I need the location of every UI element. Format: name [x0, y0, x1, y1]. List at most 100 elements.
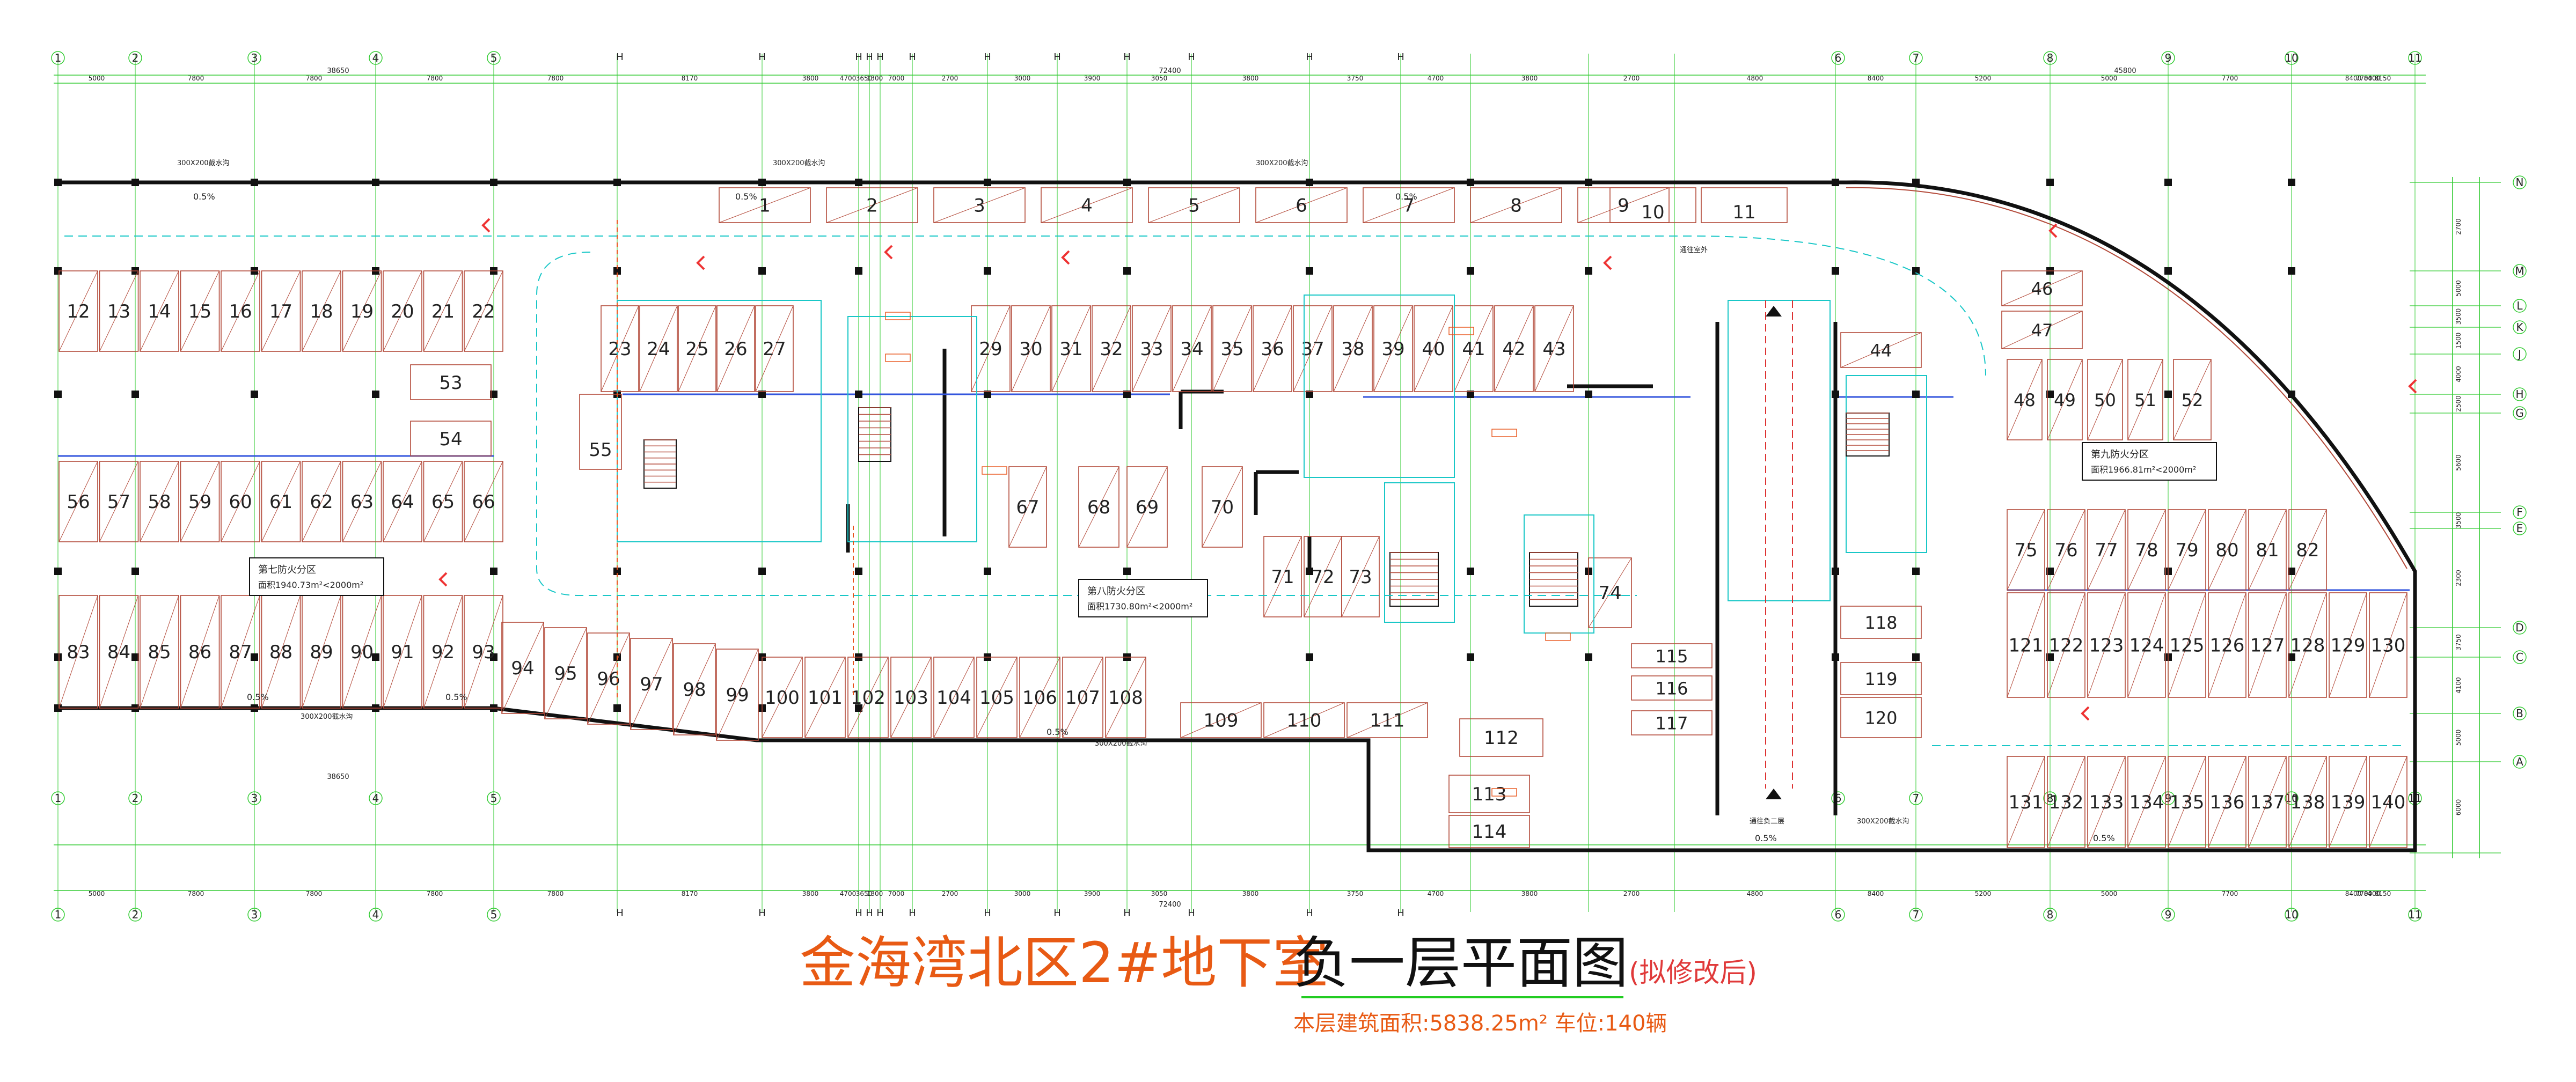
stall-number: 79 — [2175, 540, 2198, 561]
title-underline — [1301, 996, 1623, 998]
stall-number: 112 — [1484, 727, 1519, 749]
axis-number-bottom: 10 — [2285, 792, 2298, 805]
stall-number: 132 — [2049, 792, 2084, 813]
stall-number: 3 — [974, 195, 985, 217]
dimension-label: 5000 — [2101, 75, 2118, 82]
axis-letter-bottom: H — [866, 908, 873, 919]
parking-stall — [716, 305, 755, 392]
parking-stall — [2329, 756, 2367, 848]
parking-stall — [2007, 592, 2045, 698]
parking-stall — [1255, 187, 1348, 223]
stall-number: 39 — [1381, 338, 1404, 360]
parking-stall — [423, 270, 463, 352]
stall-number: 53 — [439, 372, 462, 394]
stall-diagonal — [1263, 536, 1302, 617]
structural-column — [2046, 568, 2054, 575]
stall-number: 54 — [439, 429, 462, 450]
dimension-label: 3800 — [802, 890, 819, 897]
drawing-title-project: 金海湾北区2#地下室 — [800, 930, 1329, 996]
outer-wall-inner-line — [1846, 187, 2407, 569]
stall-diagonal — [423, 595, 463, 709]
stall-number: 85 — [148, 642, 171, 663]
overall-dimension: 38650 — [327, 67, 349, 75]
axis-bubble — [128, 791, 142, 805]
stall-number: 106 — [1022, 687, 1057, 709]
stall-diagonal — [2001, 270, 2083, 306]
stall-number: 26 — [724, 338, 747, 360]
parking-stall — [2168, 509, 2206, 591]
stall-number: 119 — [1864, 669, 1897, 689]
axis-letter-right: D — [2515, 621, 2523, 634]
stall-number: 76 — [2054, 540, 2077, 561]
parking-stall — [2248, 509, 2287, 591]
dimension-label: 2700 — [1623, 75, 1640, 82]
dimension-label: 7700 — [2356, 890, 2373, 897]
stall-number: 86 — [188, 642, 211, 663]
parking-stall — [1414, 305, 1453, 392]
structural-column — [613, 267, 621, 275]
parking-stall — [1840, 332, 1922, 368]
stall-number: 13 — [107, 301, 130, 322]
dimension-label: 2700 — [1623, 890, 1640, 897]
stall-diagonal — [58, 270, 98, 352]
stall-number: 109 — [1204, 710, 1239, 732]
stall-diagonal — [1078, 466, 1119, 548]
dimension-label: 1300 — [867, 890, 883, 897]
structural-column — [131, 568, 139, 575]
direction-chevron — [884, 245, 893, 260]
axis-bubble — [1831, 791, 1845, 805]
structural-column — [372, 391, 379, 398]
axis-letter-bottom: H — [1397, 908, 1404, 919]
stall-number: 92 — [431, 642, 455, 663]
structural-column — [251, 653, 258, 661]
axis-number-bottom2: 4 — [372, 908, 379, 921]
structural-column — [490, 653, 497, 661]
stall-diagonal — [933, 657, 975, 738]
structural-column — [1467, 267, 1474, 275]
stall-number: 127 — [2250, 635, 2285, 657]
stall-number: 12 — [67, 301, 90, 322]
stall-number: 31 — [1059, 338, 1082, 360]
stall-number: 84 — [107, 642, 130, 663]
dimension-label: 7800 — [306, 75, 323, 82]
structural-column — [372, 179, 379, 186]
drain-note: 300X200截水沟 — [177, 159, 230, 167]
axis-letter-right: A — [2516, 755, 2523, 768]
stall-diagonal — [804, 657, 846, 738]
parking-stall — [2127, 592, 2166, 698]
fire-zone-box — [249, 557, 384, 596]
structural-column — [855, 179, 862, 186]
parking-stall — [261, 270, 301, 352]
structural-column — [2164, 179, 2172, 186]
stall-number: 9 — [1618, 195, 1629, 217]
stall-diagonal — [1255, 187, 1348, 223]
axis-number-bottom2: 2 — [132, 908, 139, 921]
parking-stall — [410, 364, 492, 400]
axis-bubble — [2513, 264, 2527, 278]
stall-diagonal — [1470, 187, 1562, 223]
dimension-label-right: 5000 — [2455, 280, 2462, 297]
stall-diagonal — [1293, 305, 1333, 392]
structural-column — [1123, 568, 1131, 575]
stall-number: 25 — [685, 338, 708, 360]
stall-number: 42 — [1502, 338, 1525, 360]
axis-letter-top: H — [1053, 51, 1061, 63]
parking-stall — [1588, 557, 1632, 628]
parking-stall — [971, 305, 1011, 392]
parking-stall — [99, 270, 139, 352]
parking-stall — [755, 305, 794, 392]
axis-letter-right: E — [2516, 522, 2523, 535]
dimension-label: 3800 — [1242, 890, 1259, 897]
axis-bubble — [1909, 791, 1923, 805]
structural-column — [984, 568, 991, 575]
structural-column — [758, 391, 766, 398]
parking-stall — [1202, 466, 1243, 548]
parking-stall — [423, 461, 463, 542]
parking-stall — [2329, 592, 2367, 698]
overall-dimension: 45800 — [2114, 67, 2136, 75]
stall-number: 18 — [310, 301, 333, 322]
axis-letter-top: H — [616, 51, 624, 63]
parking-stall — [221, 595, 260, 709]
stall-diagonal — [601, 305, 639, 392]
stall-number: 29 — [979, 338, 1002, 360]
